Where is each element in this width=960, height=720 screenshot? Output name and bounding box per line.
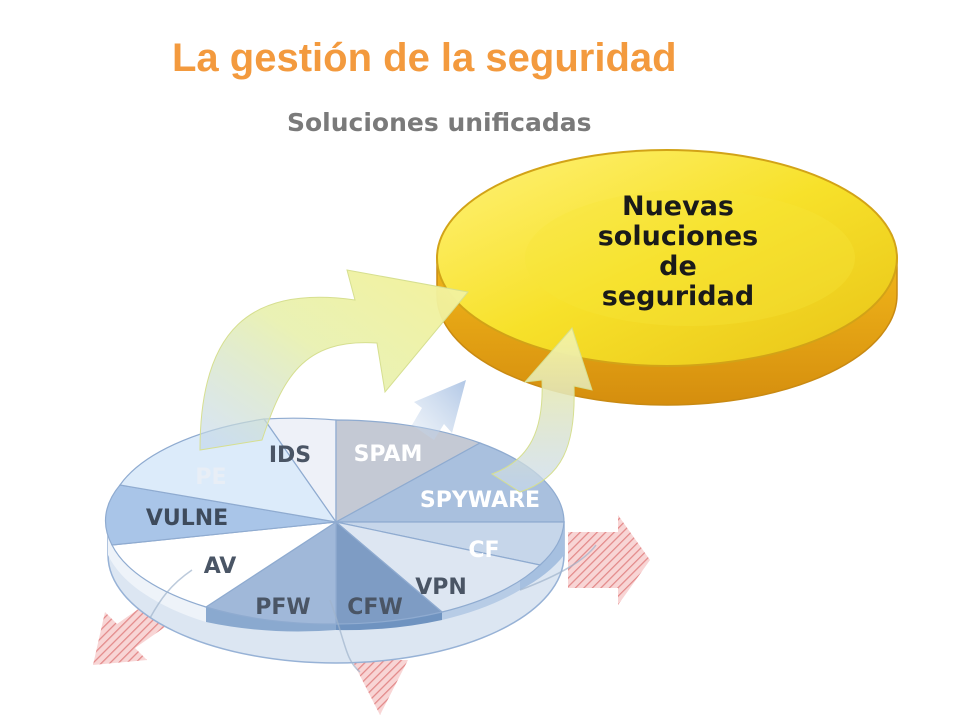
segment-label: IDS	[269, 443, 311, 468]
segment-label: VULNE	[146, 506, 228, 531]
segment-label: CF	[468, 538, 499, 563]
coin	[436, 149, 898, 406]
segment-label: VPN	[415, 575, 467, 600]
segment-label: AV	[204, 554, 237, 579]
segment-label: PFW	[255, 595, 310, 620]
connector-arcs	[149, 544, 597, 673]
coin-label-line: Nuevas	[621, 191, 735, 222]
pie-top	[104, 417, 565, 625]
segment-label: PE	[195, 465, 226, 490]
pie-labels: IDS SPAM SPYWARE CF VPN CFW PFW AV VULNE…	[146, 442, 540, 620]
segment-label: SPAM	[354, 442, 423, 467]
coin-label-line: seguridad	[601, 281, 755, 312]
coin-label-line: soluciones	[597, 221, 759, 252]
arrows	[199, 269, 593, 493]
page-title: La gestión de la seguridad	[172, 36, 677, 80]
coin-label: Nuevas soluciones de seguridad	[560, 192, 796, 312]
segment-label: CFW	[347, 595, 402, 620]
page-subtitle: Soluciones unificadas	[287, 108, 592, 137]
coin-label-line: de	[659, 251, 697, 282]
